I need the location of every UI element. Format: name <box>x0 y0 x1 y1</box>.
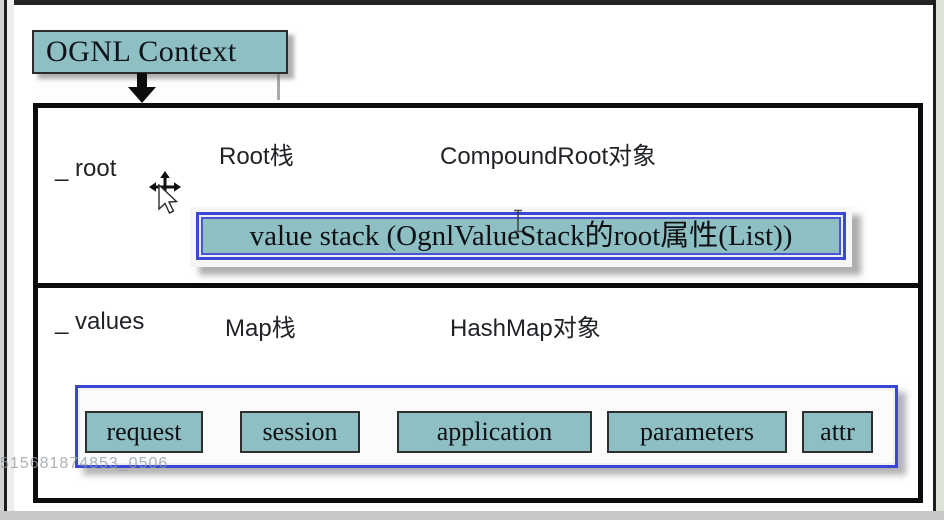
frame-edge-bottom <box>0 511 944 520</box>
frame-edge-left <box>4 0 7 520</box>
map-key-session: session <box>240 411 360 453</box>
frame-edge-right <box>933 0 936 520</box>
map-key-attr: attr <box>802 411 873 453</box>
frame-edge-right-outer <box>936 0 944 520</box>
value-stack-panel: value stack (OgnlValueStack的root属性(List)… <box>190 207 852 267</box>
context-table <box>33 103 923 503</box>
down-arrow-shaft <box>137 73 147 88</box>
values-field-label: _ values <box>55 308 145 335</box>
text-cursor-icon <box>512 209 524 238</box>
down-arrow-head <box>128 87 156 103</box>
values-object-label: HashMap对象 <box>450 315 601 342</box>
map-key-parameters: parameters <box>607 411 787 453</box>
row-divider <box>38 283 918 288</box>
watermark-text: 515681874853_0506 <box>0 455 169 472</box>
frame-edge-left-inner <box>7 0 14 520</box>
down-arrow-icon <box>128 73 156 103</box>
ognl-context-title: OGNL Context <box>46 35 237 68</box>
title-shadow-strip <box>34 74 280 100</box>
values-type-label: Map栈 <box>225 315 296 342</box>
value-stack-box: value stack (OgnlValueStack的root属性(List)… <box>196 212 846 260</box>
map-keys-panel: request session application parameters a… <box>75 385 898 468</box>
root-object-label: CompoundRoot对象 <box>440 143 657 170</box>
frame-edge-left-outer <box>0 0 4 520</box>
arrow-pointer-icon <box>156 183 182 221</box>
map-key-application: application <box>397 411 592 453</box>
root-type-label: Root栈 <box>219 143 294 170</box>
root-field-label: _ root <box>55 155 117 182</box>
frame-edge-top <box>0 0 944 5</box>
map-key-request: request <box>85 411 203 453</box>
ognl-context-title-box: OGNL Context <box>32 30 288 74</box>
